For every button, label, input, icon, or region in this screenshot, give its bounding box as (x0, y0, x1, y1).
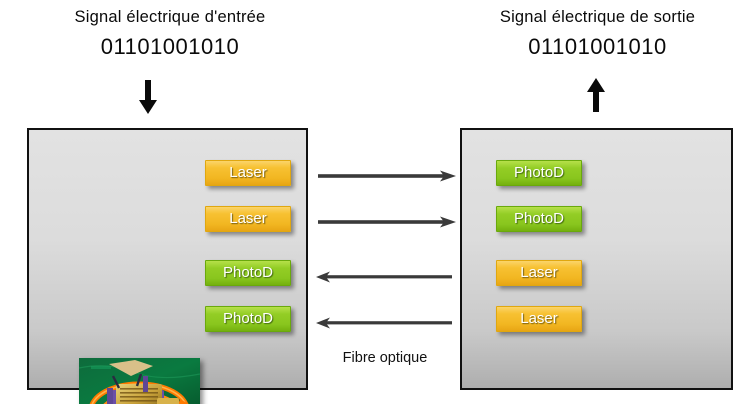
fiber-link-arrow-right-1 (318, 169, 456, 182)
arrow-up-icon (583, 78, 609, 112)
fiber-optic-label: Fibre optique (342, 350, 428, 366)
component-photod-3[interactable]: PhotoD (496, 160, 582, 186)
input-signal-bits: 01101001010 (100, 34, 240, 59)
input-signal-title: Signal électrique d'entrée (74, 8, 266, 26)
component-laser-3[interactable]: Laser (496, 260, 582, 286)
arrow-down-icon (135, 80, 161, 114)
fiber-link-arrow-right-2 (318, 215, 456, 228)
component-laser-4[interactable]: Laser (496, 306, 582, 332)
fiber-link-arrow-left-2 (316, 316, 452, 329)
optical-chip-photo-left (79, 358, 200, 404)
component-laser-1[interactable]: Laser (205, 160, 291, 186)
output-signal-title: Signal électrique de sortie (499, 8, 696, 26)
receiver-panel: PhotoD PhotoD Laser Laser (460, 128, 733, 390)
component-photod-1[interactable]: PhotoD (205, 260, 291, 286)
transmitter-panel: Laser Laser PhotoD PhotoD (27, 128, 308, 404)
component-photod-4[interactable]: PhotoD (496, 206, 582, 232)
output-signal-bits: 01101001010 (528, 34, 667, 59)
fiber-link-arrow-left-1 (316, 270, 452, 283)
component-photod-2[interactable]: PhotoD (205, 306, 291, 332)
component-laser-2[interactable]: Laser (205, 206, 291, 232)
